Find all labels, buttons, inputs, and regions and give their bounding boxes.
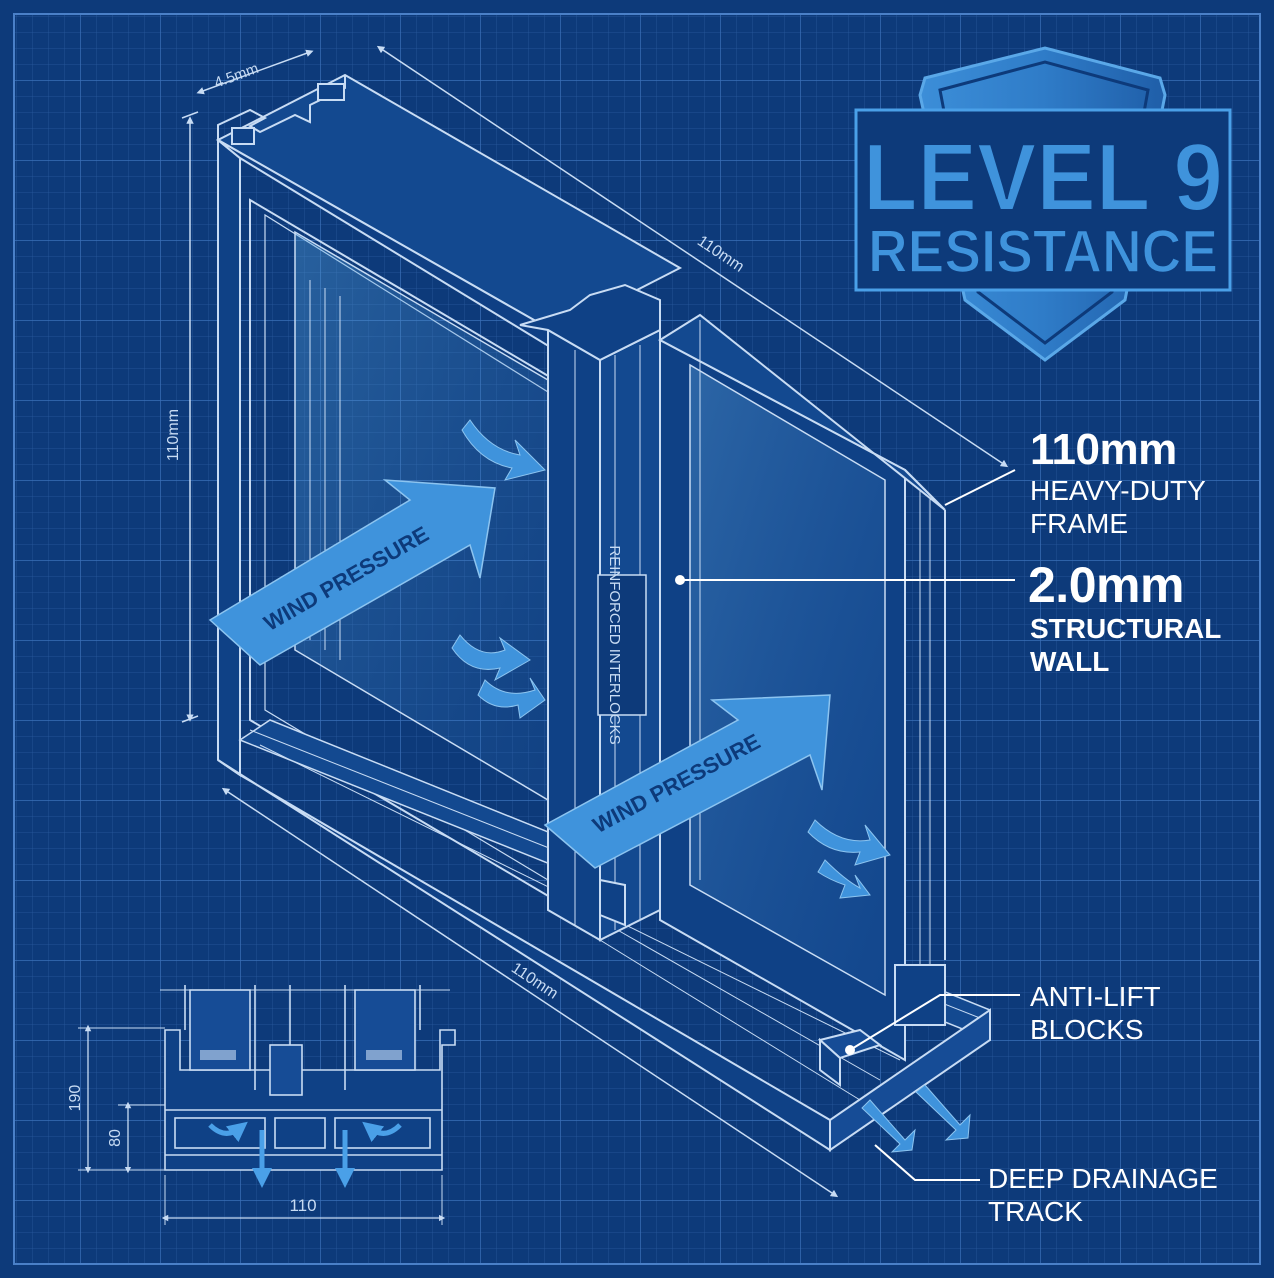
- dim-bottom-line: [221, 787, 839, 1198]
- left-jamb-face: [217, 137, 241, 777]
- drainage-arrow-1: [861, 1099, 916, 1153]
- deflection-arrow-2: [451, 634, 531, 682]
- sill-dimensions: [78, 1024, 446, 1225]
- dim-top-line: [376, 45, 1009, 468]
- deflection-arrow-5: [817, 859, 871, 899]
- wall-size-callout: 2.0mm: [1028, 557, 1184, 613]
- interlock-label-box: [597, 574, 647, 716]
- sill-chamber-3: [334, 1117, 431, 1149]
- drainage-callout: DEEP DRAINAGE TRACK: [988, 1163, 1218, 1228]
- dim-depth-line: [196, 49, 314, 95]
- deflection-arrow-4: [807, 819, 891, 866]
- dim-height-tick-bottom: [181, 715, 199, 723]
- drainage-arrows: [861, 1084, 971, 1153]
- grid-border: [13, 13, 1261, 1265]
- sill-chamber-1: [174, 1117, 266, 1149]
- sill-gasket-right: [366, 1050, 402, 1060]
- wall-text-callout: STRUCTURAL WALL: [1030, 613, 1222, 678]
- sill-dim-80-label: 80: [107, 1129, 124, 1147]
- sash-bottom-profile: [894, 964, 946, 1026]
- right-sash-edge-1: [904, 469, 946, 511]
- sill-flow-1: [208, 1121, 248, 1143]
- frame-size-callout: 110mm: [1030, 425, 1177, 474]
- antilift-callout: ANTI-LIFT BLOCKS: [1030, 981, 1161, 1046]
- interlock-label: REINFORCED INTERLOCKS: [606, 545, 623, 744]
- sill-chamber-2: [274, 1117, 326, 1149]
- drainage-arrow-2: [915, 1084, 971, 1141]
- deflection-arrow-3: [477, 677, 546, 719]
- shield-inner-outline: [938, 60, 1150, 345]
- frame-text-callout: HEAVY-DUTY FRAME: [1030, 475, 1206, 540]
- badge-plate: [854, 108, 1232, 292]
- drainage-leader: [874, 1144, 980, 1181]
- sill-drainage-arrows: [208, 1121, 402, 1188]
- sill-interlock: [269, 1044, 303, 1096]
- top-profile-slot-1: [231, 127, 255, 145]
- antilift-leader-dot: [845, 1045, 855, 1055]
- sill-flow-4: [362, 1121, 402, 1143]
- top-profile-slot-2: [317, 83, 345, 101]
- wall-leader-dot: [675, 575, 685, 585]
- dim-height-label: 110mm: [165, 409, 182, 461]
- deflection-arrow-1: [461, 419, 546, 481]
- callout-leaders: [675, 469, 1020, 1181]
- dimension-lines: [181, 45, 1009, 1198]
- badge-subtitle: RESISTANCE: [868, 218, 1218, 285]
- antilift-leader: [849, 994, 1020, 1051]
- dim-height-tick-top: [181, 111, 199, 119]
- deflection-arrows: [451, 419, 891, 899]
- frame-leader: [944, 469, 1016, 506]
- sill-dim-190-label: 190: [67, 1085, 84, 1112]
- badge-title: LEVEL 9: [863, 124, 1223, 231]
- sill-dim-110-label: 110: [289, 1196, 316, 1215]
- level-badge: LEVEL 9 RESISTANCE: [854, 46, 1232, 362]
- sill-gasket-left: [200, 1050, 236, 1060]
